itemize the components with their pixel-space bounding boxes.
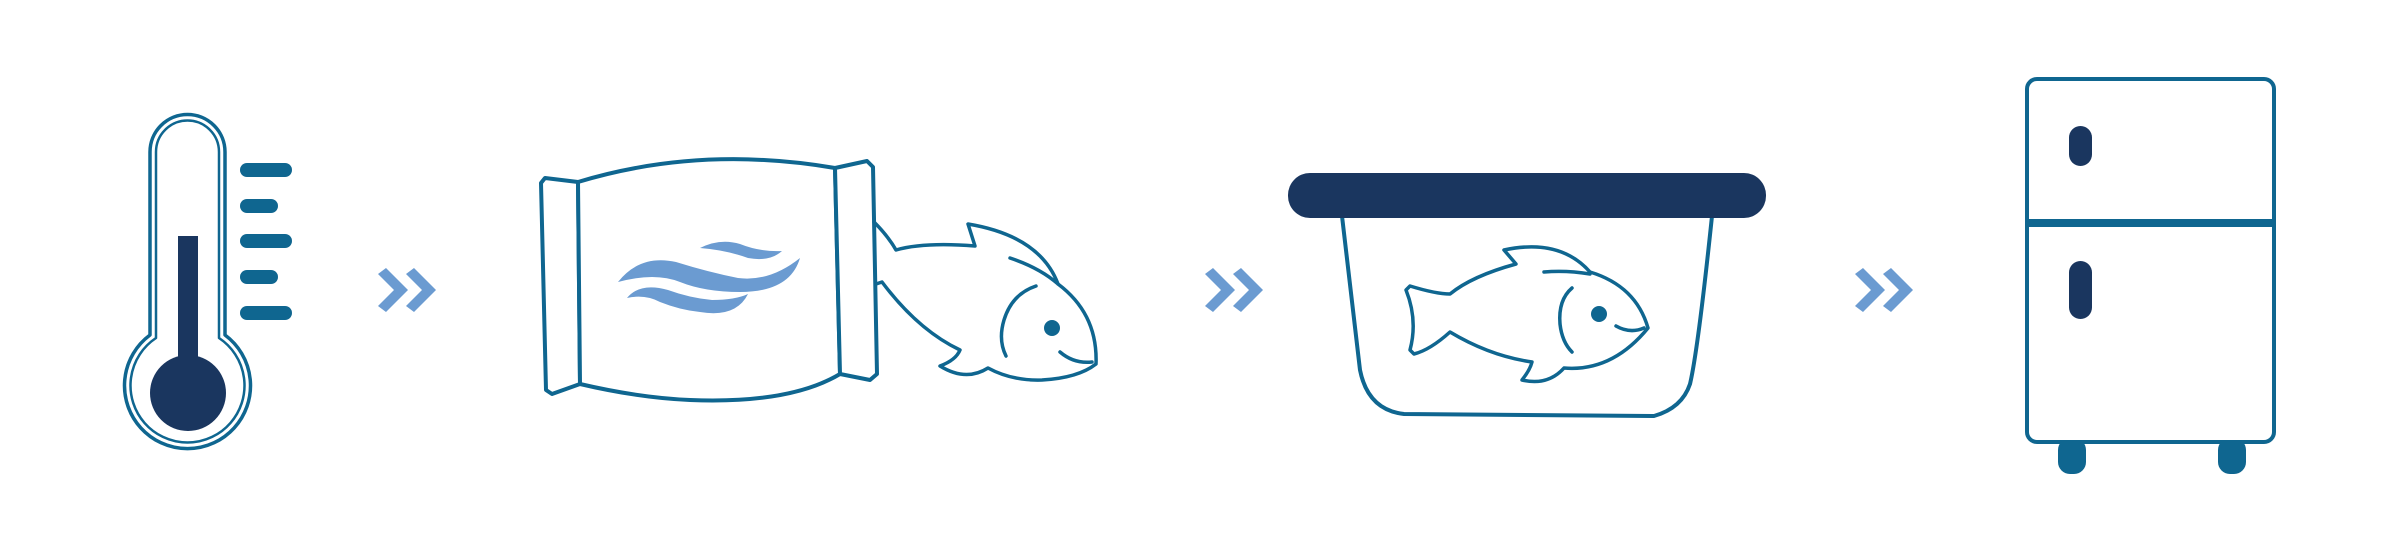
container-fish-eye (1591, 306, 1607, 322)
separator-arrow-3 (1855, 262, 1925, 318)
refrigerator-icon (2025, 77, 2276, 474)
bag-fish-eye (1044, 320, 1060, 336)
step-fish-in-container (1280, 0, 1780, 550)
thermometer-scale (240, 163, 292, 320)
thermometer-outline (122, 112, 253, 451)
double-chevron-right-icon (1205, 268, 1263, 312)
freezer-handle (2069, 126, 2092, 166)
fish-in-bag-icon (539, 157, 1098, 403)
fish-in-container-icon (1288, 173, 1766, 418)
step-fish-in-bag (520, 0, 1120, 550)
container-fish (1404, 245, 1650, 384)
thermometer-mercury (178, 236, 198, 386)
fridge-foot-left (2058, 438, 2086, 474)
thermometer-bulb (150, 355, 226, 431)
bag-left-cap (539, 176, 582, 396)
water-waves (618, 241, 800, 314)
fridge-foot-right (2218, 438, 2246, 474)
fridge-divider (2027, 219, 2274, 227)
bag-fish (872, 220, 1098, 382)
container-lid (1288, 173, 1766, 218)
step-thermometer (110, 0, 310, 550)
step-refrigerator (2010, 0, 2290, 550)
fridge-handle (2069, 261, 2092, 319)
bag-right-cap (833, 159, 879, 382)
separator-arrow-2 (1205, 262, 1275, 318)
double-chevron-right-icon (1855, 268, 1913, 312)
thermometer-icon (122, 112, 292, 451)
double-chevron-right-icon (378, 268, 436, 312)
fridge-body (2025, 77, 2276, 444)
thermometer-inner-outline (129, 119, 246, 444)
container-body (1340, 215, 1714, 418)
separator-arrow-1 (378, 262, 448, 318)
